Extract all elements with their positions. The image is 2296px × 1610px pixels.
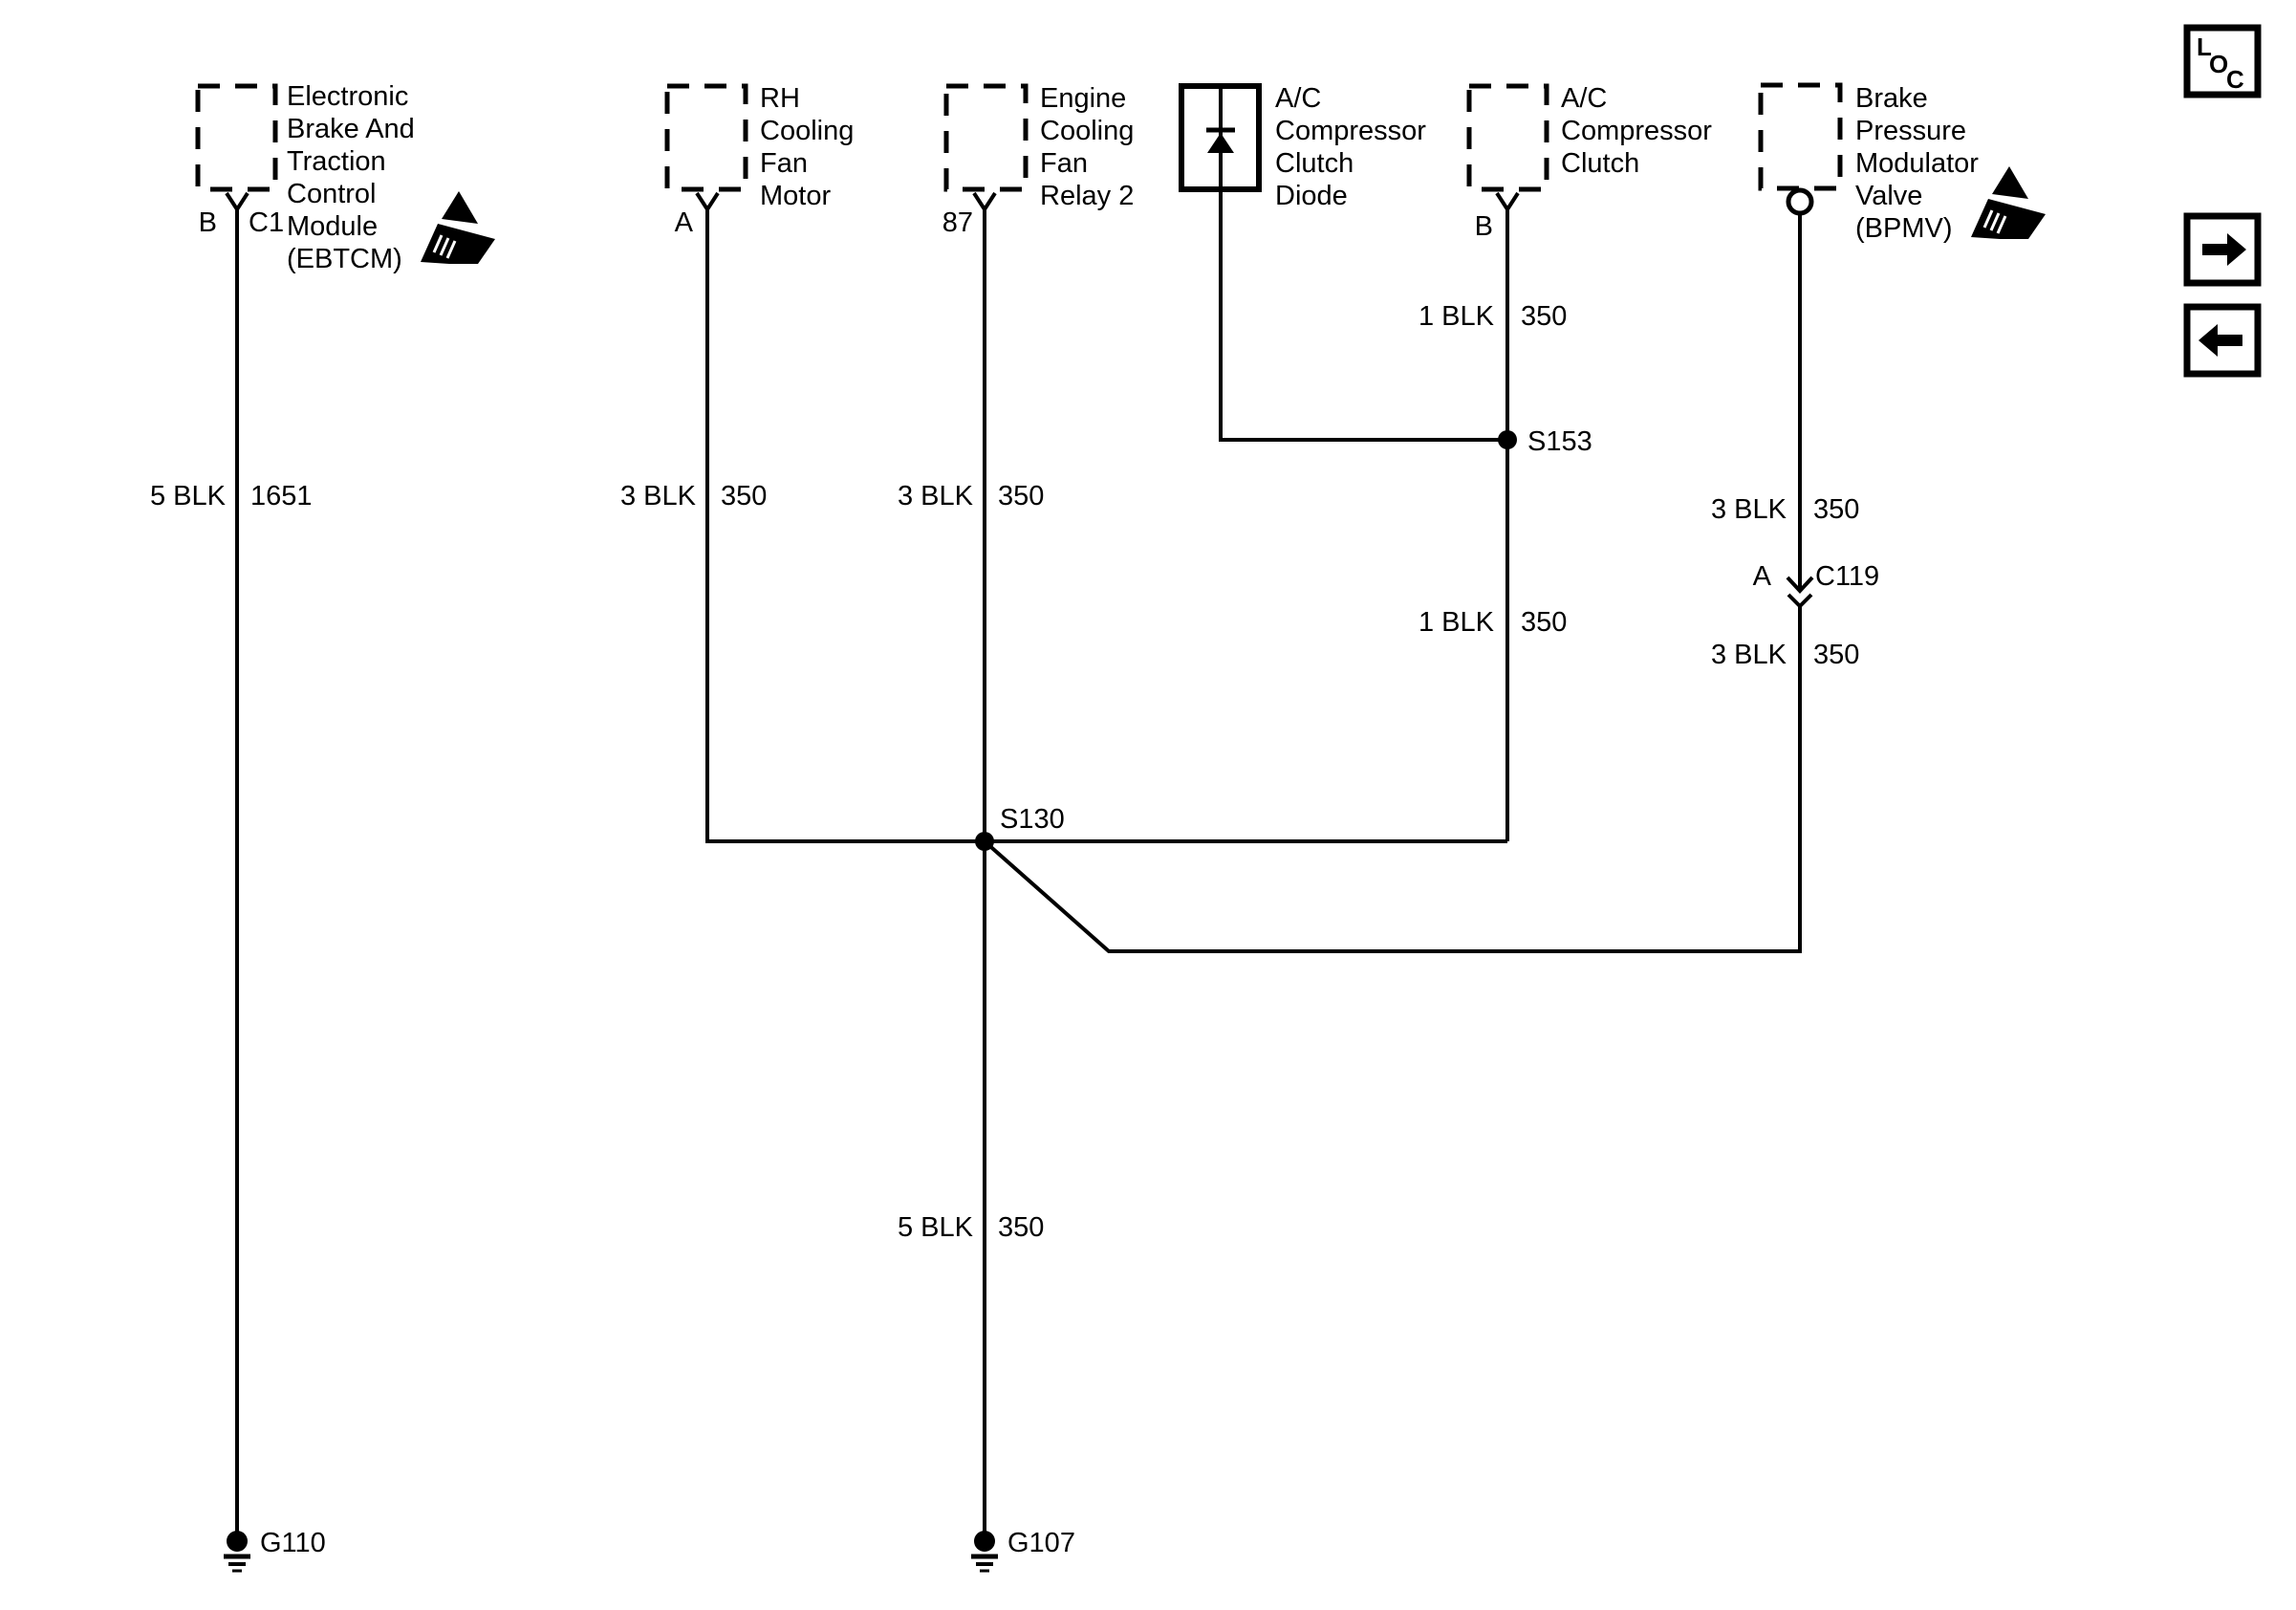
bpmv-label-line: Modulator <box>1855 148 1979 179</box>
ebtcm-label-line: Brake And <box>287 114 415 144</box>
rh-fan-connector-icon <box>695 191 720 211</box>
wire-circuit-label: 350 <box>1521 301 1567 332</box>
splice-dot <box>1498 430 1517 449</box>
esd-warning-icon <box>421 191 495 264</box>
component-bpmv: Brake Pressure Modulator Valve (BPMV) <box>1758 82 2046 244</box>
bpmv-box <box>1758 82 1843 191</box>
wire-labels: 5 BLK 1651 3 BLK 350 3 BLK 350 1 BLK 350… <box>150 301 1859 1243</box>
loc-button-frame <box>2183 24 2262 98</box>
right-arrow-icon <box>2202 233 2246 266</box>
fan-relay-label-line: Cooling <box>1040 116 1134 146</box>
rh-fan-label-line: RH <box>760 83 800 114</box>
connector-male-chevron-icon <box>1786 576 1814 594</box>
ac-clutch-pin-b: B <box>1475 211 1493 242</box>
previous-page-button[interactable] <box>2183 303 2262 378</box>
wire-size-label: 3 BLK <box>1711 640 1787 670</box>
ac-clutch-box <box>1466 83 1549 192</box>
left-arrow-icon <box>2199 324 2242 357</box>
wire-size-label: 5 BLK <box>898 1212 974 1243</box>
fan-relay-label-line: Engine <box>1040 83 1126 114</box>
component-engine-cooling-fan-relay-2: Engine Cooling Fan Relay 2 87 <box>942 83 1135 238</box>
inline-connector-c119: A C119 <box>1753 561 1879 609</box>
ebtcm-connector-c1: C1 <box>249 207 284 238</box>
component-ac-compressor-clutch-diode: A/C Compressor Clutch Diode <box>1179 83 1426 211</box>
wire-diode-to-s153 <box>1219 189 1507 442</box>
fan-relay-connector-icon <box>972 191 997 211</box>
wire-size-label: 3 BLK <box>1711 494 1787 525</box>
loc-letter-o: O <box>2209 50 2228 78</box>
loc-letter-l: L <box>2197 33 2212 61</box>
next-page-button[interactable] <box>2183 212 2262 287</box>
connector-female-chevron-icon <box>1787 593 1813 609</box>
rh-fan-label-line: Motor <box>760 181 831 211</box>
ac-clutch-connector-icon <box>1495 191 1520 211</box>
wire-rh-fan-to-s130 <box>705 209 1507 843</box>
clutch-diode-label-line: Clutch <box>1275 148 1354 179</box>
loc-button[interactable]: L O C <box>2183 24 2262 98</box>
ground-icon <box>971 1531 998 1573</box>
bpmv-label-line: Valve <box>1855 181 1922 211</box>
wire-circuit-label: 350 <box>998 1212 1044 1243</box>
ac-clutch-label-line: A/C <box>1561 83 1607 114</box>
ebtcm-label-line: (EBTCM) <box>287 244 402 274</box>
wire-circuit-label: 350 <box>1813 494 1859 525</box>
clutch-diode-label-line: A/C <box>1275 83 1321 114</box>
rh-fan-label-line: Cooling <box>760 116 854 146</box>
wire-size-label: 5 BLK <box>150 481 227 511</box>
clutch-diode-label-line: Compressor <box>1275 116 1426 146</box>
wire-circuit-label: 350 <box>721 481 767 511</box>
component-ebtcm: Electronic Brake And Traction Control Mo… <box>195 81 495 274</box>
fan-relay-box <box>943 83 1029 192</box>
wire-size-label: 3 BLK <box>898 481 974 511</box>
fan-relay-label-line: Relay 2 <box>1040 181 1134 211</box>
ebtcm-connector-icon <box>225 191 249 211</box>
wire-size-label: 1 BLK <box>1419 301 1495 332</box>
bpmv-terminal-icon <box>1786 187 1814 216</box>
ground-g110: G110 <box>224 1528 326 1573</box>
connector-name-label: C119 <box>1815 561 1879 592</box>
ebtcm-box <box>195 83 278 192</box>
esd-warning-icon <box>1971 166 2046 239</box>
ac-clutch-label-line: Clutch <box>1561 148 1639 179</box>
wire-circuit-label: 1651 <box>250 481 313 511</box>
fan-relay-label-line: Fan <box>1040 148 1088 179</box>
wire-size-label: 3 BLK <box>620 481 697 511</box>
ebtcm-label-line: Traction <box>287 146 386 177</box>
wire-bpmv-lower <box>983 604 1802 953</box>
loc-letter-c: C <box>2226 65 2244 94</box>
bpmv-label-line: Pressure <box>1855 116 1966 146</box>
bpmv-label-line: (BPMV) <box>1855 213 1953 244</box>
ebtcm-label-line: Electronic <box>287 81 408 112</box>
splice-label: S153 <box>1527 426 1592 457</box>
splice-dot <box>975 832 994 851</box>
splice-label: S130 <box>1000 804 1065 835</box>
ebtcm-pin-b: B <box>199 207 217 238</box>
diode-icon <box>1206 127 1235 153</box>
wire-size-label: 1 BLK <box>1419 607 1495 638</box>
rh-fan-pin-a: A <box>675 207 694 238</box>
ground-label: G107 <box>1007 1528 1075 1558</box>
rh-fan-box <box>664 83 748 192</box>
wire-circuit-label: 350 <box>1813 640 1859 670</box>
connector-pin-label: A <box>1753 561 1772 592</box>
ac-clutch-label-line: Compressor <box>1561 116 1712 146</box>
component-ac-compressor-clutch: A/C Compressor Clutch B <box>1466 83 1712 242</box>
fan-relay-pin-87: 87 <box>942 207 973 238</box>
rh-fan-label-line: Fan <box>760 148 808 179</box>
wire-circuit-label: 350 <box>998 481 1044 511</box>
splice-s153: S153 <box>1498 426 1592 457</box>
ground-label: G110 <box>260 1528 326 1558</box>
clutch-diode-label-line: Diode <box>1275 181 1348 211</box>
ebtcm-label-line: Control <box>287 179 377 209</box>
ground-icon <box>224 1531 250 1573</box>
wire-circuit-label: 350 <box>1521 607 1567 638</box>
ebtcm-label-line: Module <box>287 211 378 242</box>
wires <box>235 189 1802 1532</box>
ground-g107: G107 <box>971 1528 1075 1573</box>
splice-s130: S130 <box>975 804 1065 851</box>
component-rh-cooling-fan-motor: RH Cooling Fan Motor A <box>664 83 854 238</box>
bpmv-label-line: Brake <box>1855 83 1928 114</box>
